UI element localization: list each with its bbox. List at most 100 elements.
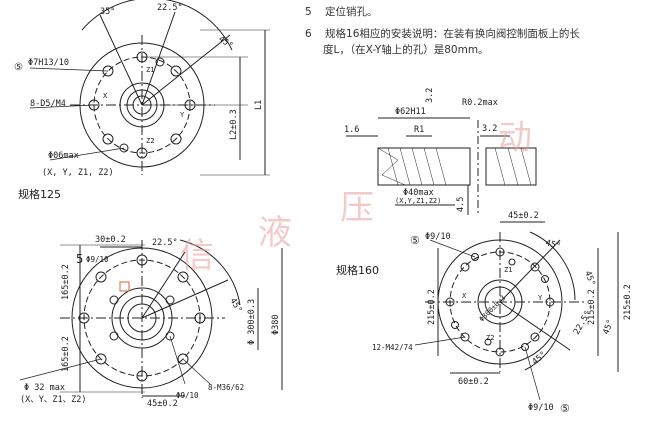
- f160-215r2: 215±0.2: [623, 284, 633, 320]
- bolt-hole: [451, 321, 459, 329]
- bolt-hole: [170, 65, 182, 77]
- section-view: [346, 117, 537, 215]
- f160-y: Y: [538, 294, 543, 302]
- angle-ray: [141, 34, 231, 106]
- port-hole: [165, 295, 175, 305]
- leader: [29, 104, 95, 109]
- port-hole: [109, 331, 119, 341]
- note-6: 6 规格16相应的安装说明：在装有换向阀控制面板上的长 度L，（在X-Y轴上的孔…: [305, 26, 645, 58]
- left-ports: (X、Y、Z1、Z2): [20, 395, 86, 405]
- section-right-body: [485, 147, 537, 186]
- port-hole: [109, 295, 119, 305]
- fig125-angle-35: 35°: [100, 7, 115, 17]
- f160-z2: Z2: [486, 334, 494, 342]
- leader: [182, 358, 211, 385]
- left-ang45: 45°: [227, 297, 243, 315]
- section-ports: (X,Y,Z1,Z2): [395, 197, 441, 205]
- fig-380: [19, 239, 283, 398]
- bolt-hole: [541, 275, 549, 283]
- fig125-port: Φ06max: [48, 151, 79, 161]
- leader: [29, 67, 109, 72]
- angle-arc: [179, 239, 241, 306]
- leader: [169, 335, 186, 385]
- bolt-hole: [495, 247, 505, 257]
- note-5-num: 5: [305, 6, 312, 18]
- f160-dowel: Φ9/10: [425, 232, 451, 242]
- left-d30: 30±0.2: [95, 235, 126, 245]
- bolt-hole: [177, 353, 189, 365]
- hatch: [507, 147, 519, 186]
- section-v32a: 3.2: [425, 88, 435, 103]
- bolt-hole: [545, 297, 555, 307]
- section-d40: Φ40max: [403, 188, 434, 198]
- bolt-hole: [460, 262, 470, 272]
- f160-ang45c: 45°: [601, 318, 616, 336]
- note-5: 5 定位销孔。: [305, 4, 378, 20]
- left-165a: 165±0.2: [61, 264, 71, 300]
- leader: [19, 358, 102, 381]
- dowel-marker: [119, 281, 130, 292]
- angle-ray: [499, 301, 571, 351]
- fig125-y: Y: [180, 111, 185, 119]
- f160-d60: 60±0.2: [458, 377, 489, 387]
- bolt-hole: [136, 370, 148, 382]
- bolt-hole: [530, 332, 540, 342]
- fig125-dowel: Φ7H13/10: [28, 58, 69, 68]
- bolt-hole: [95, 271, 107, 283]
- f160-215r: 215±0.2: [587, 289, 597, 325]
- note-6-line2: 度L，（在X-Y轴上的孔）是80mm。: [323, 44, 489, 56]
- caption-125: 规格125: [18, 188, 61, 201]
- port-hole: [119, 143, 129, 153]
- section-r1: R1: [414, 125, 424, 135]
- bolt-hole: [194, 312, 206, 324]
- left-dowel: Φ9/10: [86, 255, 109, 264]
- left-five: 5: [76, 252, 83, 266]
- angle-arc: [529, 231, 576, 301]
- angle-ray: [141, 251, 186, 319]
- angle-ray: [99, 14, 143, 106]
- fig125-angle-22-5: 22.5°: [157, 3, 183, 13]
- fig125-x: X: [103, 92, 108, 100]
- bolt-hole: [177, 271, 189, 283]
- bolt-hole: [136, 254, 148, 266]
- hatch: [520, 147, 532, 186]
- left-d45: 45±0.2: [147, 399, 178, 409]
- fig125-z2: Z2: [146, 137, 154, 145]
- f160-dowel2: Φ9/10: [528, 403, 554, 413]
- port-hole: [155, 57, 165, 67]
- f160-ang45a: 45°: [544, 238, 561, 252]
- bolt-hole: [495, 347, 505, 357]
- port-hole: [165, 331, 175, 341]
- fig125-ports: (X, Y, Z1, Z2): [42, 168, 114, 178]
- fig-160: [414, 221, 619, 401]
- watermark-char: 动: [498, 118, 532, 158]
- angle-ray: [499, 239, 561, 303]
- f160-pcd: Φ300±0.3: [478, 294, 507, 323]
- watermark-char: 液: [258, 213, 292, 253]
- f160-bolts: 12-M42/74: [372, 343, 413, 352]
- hatch: [377, 147, 406, 186]
- hatch: [435, 147, 447, 186]
- fig125-mark-5: ⑤: [14, 62, 23, 73]
- bolt-hole: [78, 312, 90, 324]
- note-5-text: 定位销孔。: [325, 6, 378, 18]
- fig125-z1: Z1: [146, 66, 154, 74]
- caption-160: 规格160: [336, 264, 379, 277]
- leader: [49, 147, 125, 161]
- bolt-hole: [521, 343, 529, 351]
- left-165b: 165±0.2: [61, 336, 71, 372]
- section-v32b: 3.2: [482, 124, 497, 134]
- left-port: Φ 32 max: [24, 383, 65, 393]
- hatch: [494, 147, 506, 186]
- angle-arc: [524, 329, 561, 371]
- f160-215l: 215±0.2: [427, 289, 437, 325]
- leader: [524, 346, 541, 401]
- bolt-hole: [95, 353, 107, 365]
- f160-d45: 45±0.2: [508, 211, 539, 221]
- section-depth: 4.5: [456, 197, 466, 212]
- angle-ray: [141, 279, 229, 319]
- fig125-l2: L2±0.3: [229, 109, 239, 140]
- section-v16: 1.6: [344, 125, 359, 135]
- left-d380: Φ380: [271, 315, 281, 335]
